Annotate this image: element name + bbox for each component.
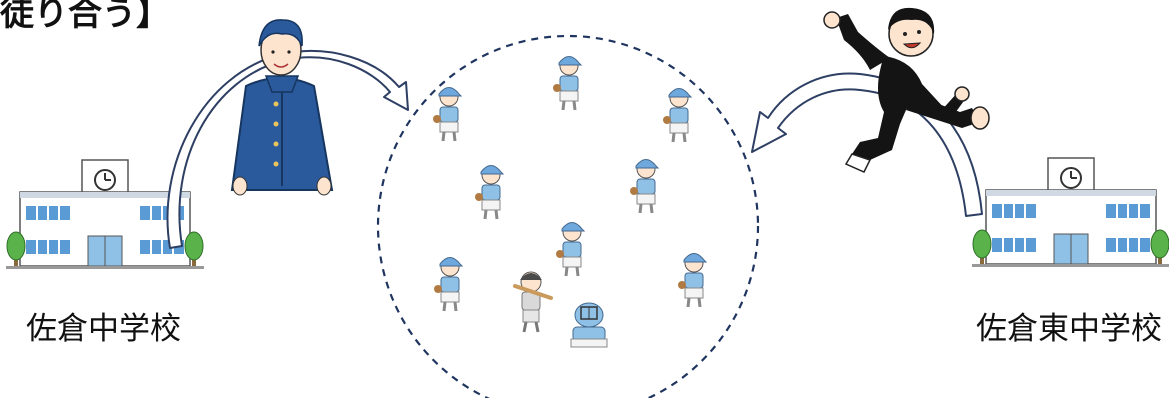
baseball-player-icon xyxy=(678,254,706,308)
baseball-player-icon xyxy=(433,88,461,142)
school-label-right: 佐倉東中学校 xyxy=(976,303,1162,348)
baseball-player-icon xyxy=(434,258,462,312)
baseball-player-icon xyxy=(475,166,503,220)
school-building-icon xyxy=(972,158,1169,267)
student-blue-uniform-icon xyxy=(232,20,332,195)
catcher-icon xyxy=(571,303,607,347)
school-label-left: 佐倉中学校 xyxy=(26,303,181,348)
baseball-player-icon xyxy=(553,57,581,111)
baseball-player-icon xyxy=(630,160,658,214)
baseball-player-icon xyxy=(663,89,691,143)
batter-icon xyxy=(515,272,551,332)
baseball-player-icon xyxy=(556,223,584,277)
